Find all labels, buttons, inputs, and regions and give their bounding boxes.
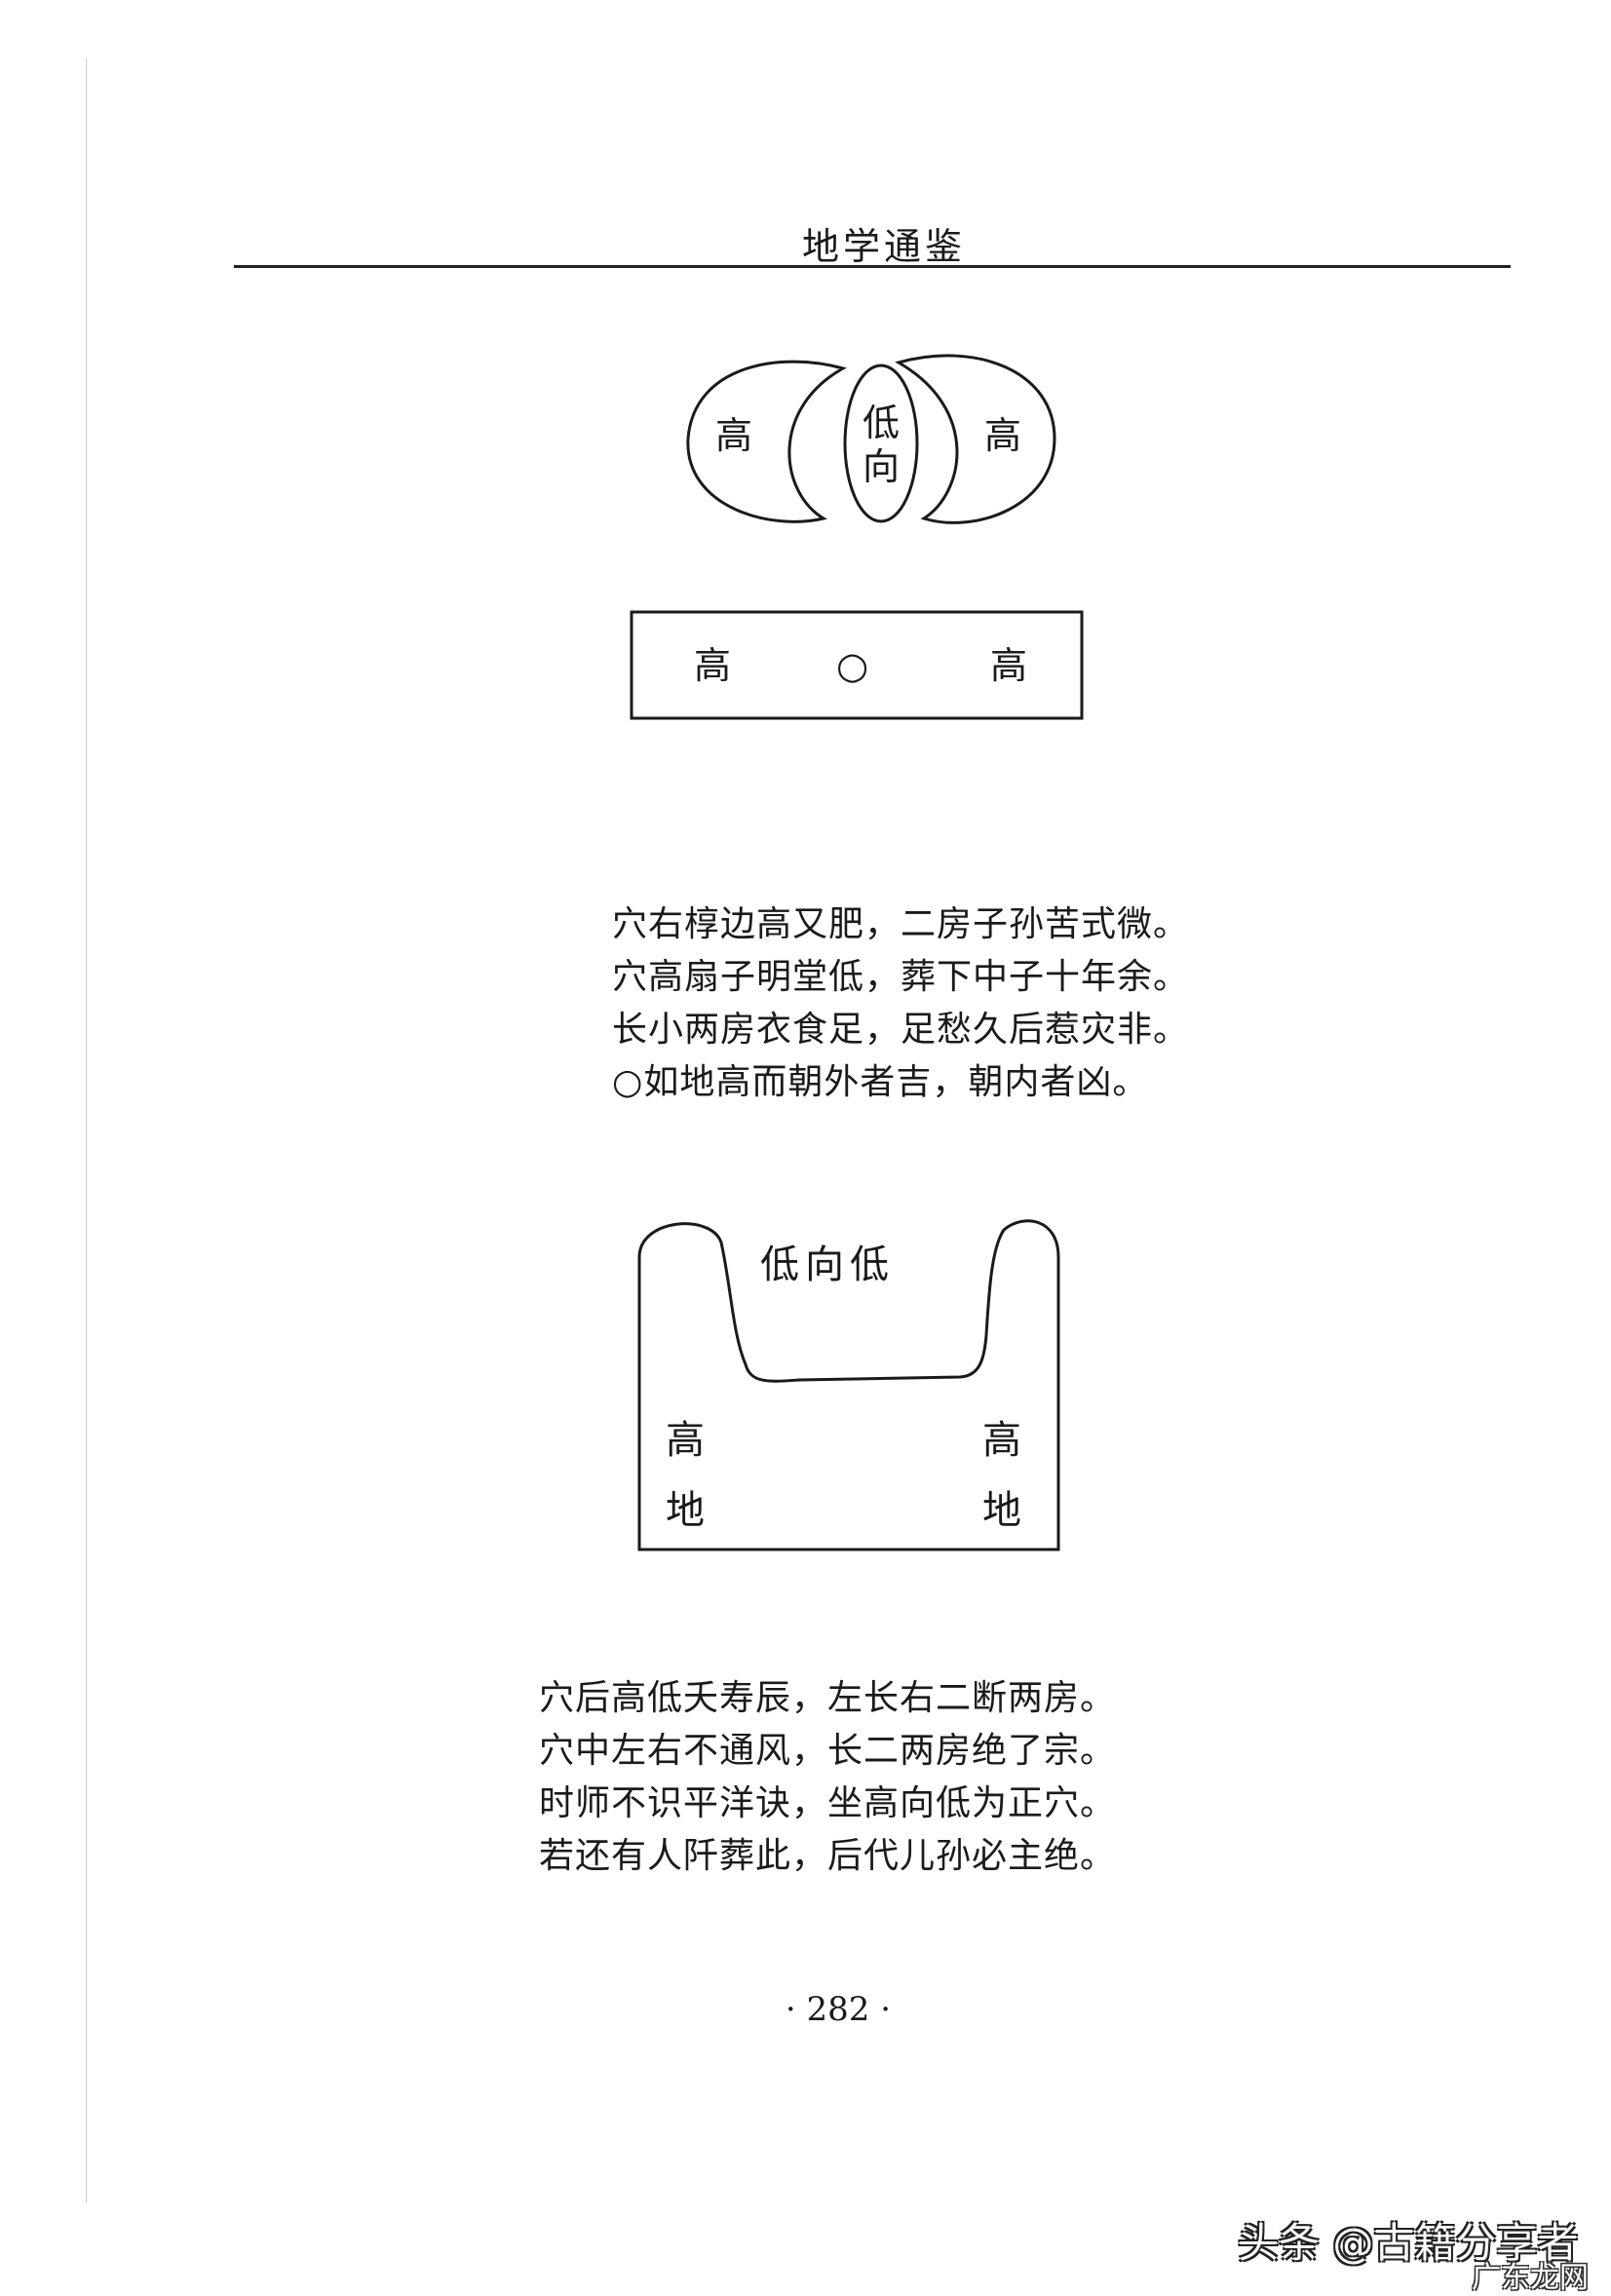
verse-line: 时师不识平洋诀，坐高向低为正穴。 <box>539 1783 1117 1823</box>
diagram2-right-label: 高 <box>990 644 1028 687</box>
verse-line: 穴中左右不通风，长二两房绝了宗。 <box>539 1731 1117 1771</box>
verse-line: 穴高扇子明堂低，葬下中子十年余。 <box>612 957 1190 997</box>
verse-block-1: 穴右椁边高又肥，二房子孙苦式微。 穴高扇子明堂低，葬下中子十年余。 长小两房衣食… <box>612 899 1189 1109</box>
watermark: 头条 @古籍分享者 <box>1238 2219 1579 2267</box>
running-title: 地学通鉴 <box>801 225 966 268</box>
verse-line: ○如地高而朝外者吉，朝内者凶。 <box>612 1062 1149 1102</box>
verse-block-2: 穴后高低夭寿辰，左长右二断两房。 穴中左右不通风，长二两房绝了宗。 时师不识平洋… <box>539 1672 1116 1883</box>
right-crescent <box>895 354 1056 524</box>
left-crescent <box>686 360 847 523</box>
diagram3-left-top-label: 高 <box>666 1418 705 1463</box>
diagram2-left-label: 高 <box>694 644 732 687</box>
diagram1-right-label: 高 <box>984 414 1022 457</box>
u-shaped-ground <box>637 1219 1060 1551</box>
page-number: · 282 · <box>785 1990 892 2029</box>
verse-line: 长小两房衣食足，足愁久后惹灾非。 <box>612 1010 1190 1050</box>
diagram3-top-label: 低向低 <box>760 1243 895 1287</box>
header-rule <box>234 265 1511 268</box>
watermark-sub: 广东龙网 <box>1472 2261 1589 2295</box>
verse-line: 若还有人阡葬此，后代儿孙必主绝。 <box>539 1836 1117 1876</box>
diagram1-center-top-label: 低 <box>863 402 901 444</box>
diagram1-center-bottom-label: 向 <box>863 445 901 488</box>
verse-line: 穴后高低夭寿辰，左长右二断两房。 <box>539 1678 1117 1718</box>
center-ellipse <box>843 364 919 523</box>
diagram1-left-label: 高 <box>715 414 753 457</box>
diagram3-right-bottom-label: 地 <box>982 1488 1021 1533</box>
diagram3-left-bottom-label: 地 <box>666 1488 705 1533</box>
verse-line: 穴右椁边高又肥，二房子孙苦式微。 <box>612 904 1190 944</box>
scan-margin-line <box>86 58 87 2202</box>
diagram3-right-top-label: 高 <box>982 1418 1021 1463</box>
diagram2-center-symbol: ○ <box>836 644 869 687</box>
level-box <box>630 610 1084 720</box>
